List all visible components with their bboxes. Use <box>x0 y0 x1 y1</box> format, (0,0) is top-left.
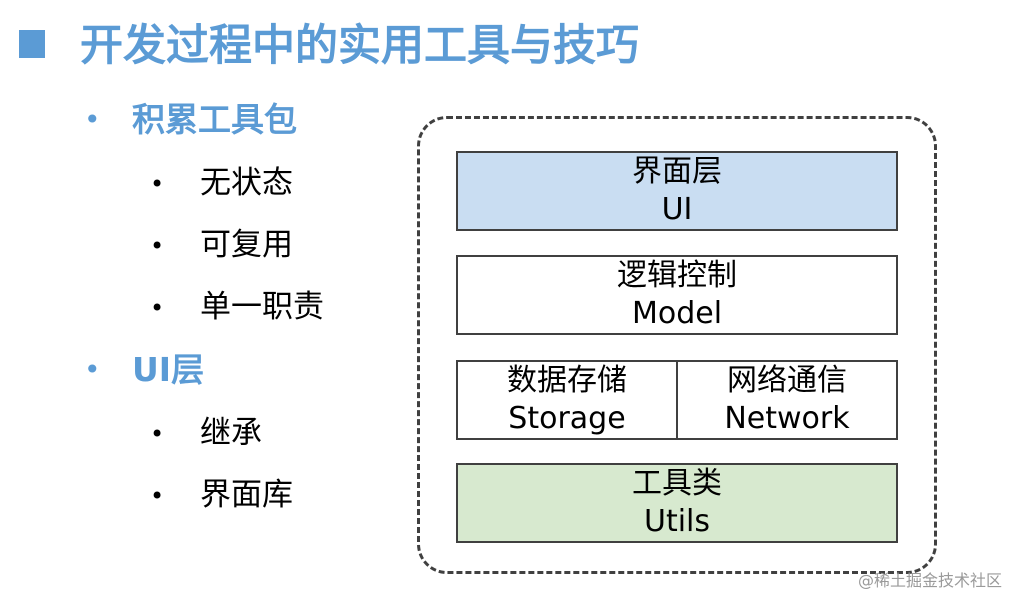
section-heading-toolkit: 积累工具包 <box>132 100 297 139</box>
list-item-reusable: 可复用 <box>200 227 293 263</box>
layer-model-en: Model <box>631 296 723 331</box>
slide-title: 开发过程中的实用工具与技巧 <box>80 21 639 71</box>
list-bullet: • <box>150 420 165 448</box>
layer-utils-zh: 工具类 <box>632 466 722 501</box>
layer-data: 数据存储 Storage 网络通信 Network <box>456 360 898 440</box>
title-square-marker <box>19 30 45 58</box>
list-bullet: • <box>150 294 165 322</box>
list-bullet: • <box>150 170 165 198</box>
layer-utils-en: Utils <box>643 504 711 539</box>
layer-network-zh: 网络通信 <box>727 363 847 398</box>
layer-model: 逻辑控制 Model <box>456 255 898 335</box>
architecture-frame <box>417 116 937 574</box>
layer-ui-zh: 界面层 <box>632 154 722 189</box>
list-item-single-responsibility: 单一职责 <box>200 289 324 325</box>
layer-network-en: Network <box>724 401 850 436</box>
section-heading-ui-layer: UI层 <box>132 350 205 389</box>
list-item-inheritance: 继承 <box>200 415 262 451</box>
section-bullet-toolkit: • <box>84 103 101 136</box>
layer-model-zh: 逻辑控制 <box>617 258 737 293</box>
layer-storage-en: Storage <box>508 401 626 436</box>
layer-utils: 工具类 Utils <box>456 463 898 543</box>
layer-network: 网络通信 Network <box>676 362 896 438</box>
layer-storage-zh: 数据存储 <box>507 363 627 398</box>
layer-storage: 数据存储 Storage <box>458 362 676 438</box>
list-bullet: • <box>150 482 165 510</box>
section-bullet-ui-layer: • <box>84 353 101 386</box>
list-item-ui-library: 界面库 <box>200 477 293 513</box>
watermark: @稀土掘金技术社区 <box>857 571 1002 590</box>
layer-ui-en: UI <box>661 192 693 227</box>
list-bullet: • <box>150 232 165 260</box>
layer-ui: 界面层 UI <box>456 151 898 231</box>
list-item-stateless: 无状态 <box>200 165 293 201</box>
